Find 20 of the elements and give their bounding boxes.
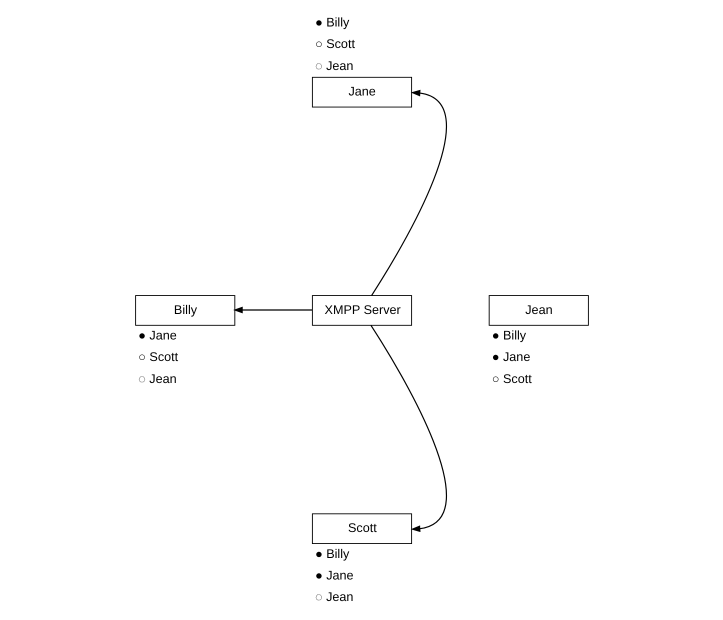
- node-label: ● Billy: [314, 16, 349, 30]
- node-label: ● Jane: [138, 328, 176, 342]
- node-box: Billy: [134, 295, 235, 326]
- node-label: ● Billy: [314, 546, 349, 561]
- node-box: Scott: [311, 513, 412, 544]
- node-box: XMPP Server: [311, 295, 412, 326]
- node-label: ◌ Jean: [314, 590, 353, 604]
- node-box: Jane: [311, 76, 412, 108]
- node-box: Jean: [488, 295, 588, 326]
- node-label: ○ Scott: [491, 372, 532, 386]
- arrow: [232, 306, 312, 314]
- node-label: ◌ Jean: [314, 58, 353, 73]
- node-label: ● Billy: [491, 328, 526, 342]
- node-label: ◌ Jean: [138, 372, 176, 386]
- node-label: ● Jane: [314, 568, 354, 582]
- arrow: [370, 325, 446, 532]
- arrow: [370, 90, 446, 296]
- node-label: ● Jane: [491, 350, 530, 364]
- node-label: ○ Scott: [314, 37, 354, 52]
- node-label: ○ Scott: [138, 350, 178, 364]
